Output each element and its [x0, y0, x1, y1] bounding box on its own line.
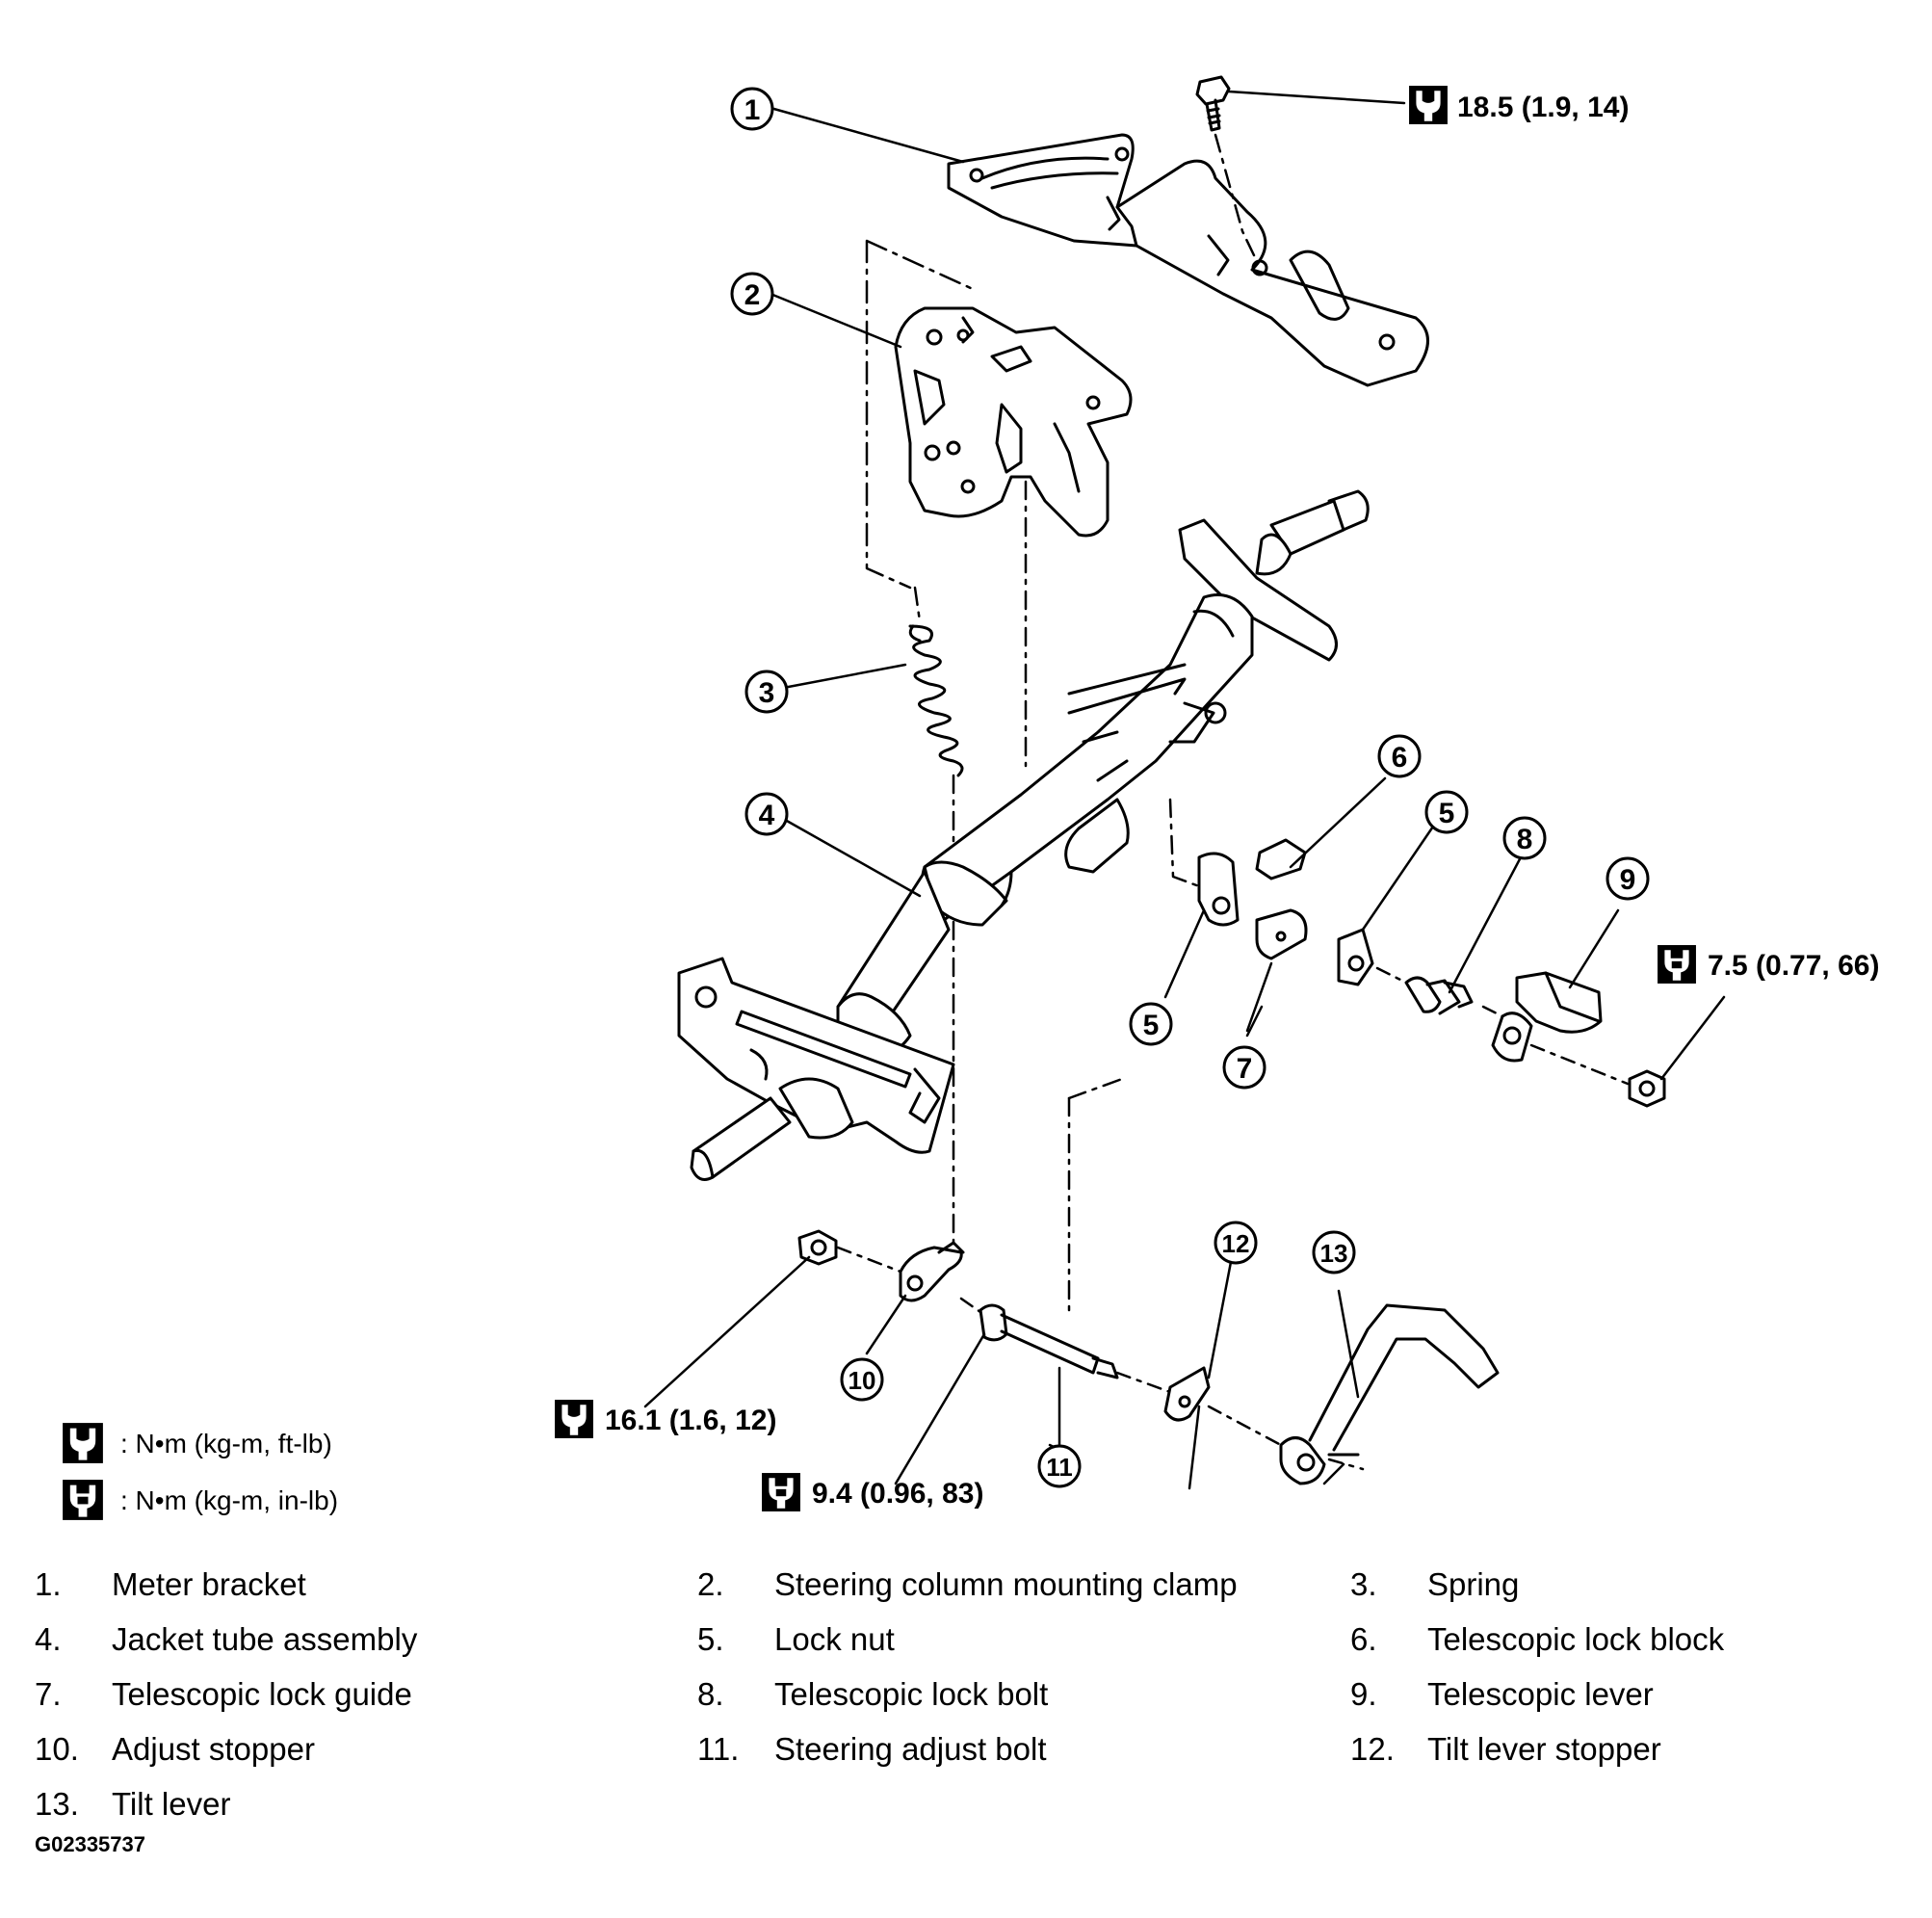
callout-11: 11 — [1037, 1444, 1082, 1488]
torque-spec-adjust-nut: 16.1 (1.6, 12) — [555, 1400, 776, 1438]
torque-legend: : N•m (kg-m, ft-lb) : N•m (kg-m, in-lb) — [63, 1423, 338, 1520]
part-item-4: 4.Jacket tube assembly — [35, 1620, 418, 1657]
filled-wrench-icon — [1658, 945, 1696, 984]
steering-adjust-bolt-part — [979, 1303, 1119, 1379]
svg-text:18.5 (1.9, 14): 18.5 (1.9, 14) — [1457, 92, 1629, 123]
part-item-10: 10.Adjust stopper — [35, 1730, 315, 1767]
svg-text:16.1 (1.6, 12): 16.1 (1.6, 12) — [605, 1405, 776, 1436]
filled-wrench-icon — [762, 1473, 800, 1511]
callout-2: 2 — [730, 272, 774, 316]
svg-text:6: 6 — [1392, 742, 1408, 774]
svg-text:: N•m (kg-m, in-lb): : N•m (kg-m, in-lb) — [120, 1485, 338, 1515]
open-wrench-icon — [555, 1400, 593, 1438]
svg-text:: N•m (kg-m, ft-lb): : N•m (kg-m, ft-lb) — [120, 1429, 332, 1458]
torque-spec-bracket-bolt: 18.5 (1.9, 14) — [1409, 86, 1629, 124]
callout-4: 4 — [744, 792, 789, 836]
torque-spec-adjust-bolt: 9.4 (0.96, 83) — [762, 1473, 983, 1511]
svg-text:2: 2 — [744, 279, 761, 311]
lock-nut-part-right — [1337, 928, 1374, 986]
bracket-bolt-part — [1195, 75, 1231, 132]
svg-text:5: 5 — [1439, 798, 1455, 829]
jacket-tube-assembly-part — [677, 489, 1370, 1181]
parts-row: 1.Meter bracket 2.Steering column mounti… — [35, 1557, 1865, 1612]
telescopic-lever-part — [1491, 971, 1603, 1063]
telescopic-lock-block-part — [1255, 838, 1307, 880]
steering-column-mounting-clamp-part — [894, 306, 1133, 538]
part-item-2: 2.Steering column mounting clamp — [697, 1565, 1238, 1602]
adjust-stopper-part — [899, 1241, 965, 1302]
lock-nut-part-left — [1197, 852, 1240, 927]
svg-text:8: 8 — [1517, 824, 1533, 855]
part-item-3: 3.Spring — [1350, 1565, 1520, 1602]
callout-8: 8 — [1502, 816, 1547, 860]
part-item-11: 11.Steering adjust bolt — [697, 1730, 1047, 1767]
callout-12: 12 — [1214, 1221, 1258, 1265]
part-item-8: 8.Telescopic lock bolt — [697, 1675, 1049, 1712]
adjust-nut-part — [797, 1229, 838, 1266]
callout-6: 6 — [1377, 734, 1422, 778]
parts-list: 1.Meter bracket 2.Steering column mounti… — [35, 1557, 1865, 1831]
open-wrench-icon — [1409, 86, 1448, 124]
part-item-9: 9.Telescopic lever — [1350, 1675, 1654, 1712]
svg-text:4: 4 — [759, 800, 775, 831]
telescopic-lock-guide-part — [1255, 908, 1308, 960]
callout-5-left: 5 — [1129, 1002, 1173, 1046]
figure-id: G02335737 — [35, 1832, 145, 1856]
parts-row: 4.Jacket tube assembly 5.Lock nut 6.Tele… — [35, 1612, 1865, 1667]
callout-3: 3 — [744, 670, 789, 714]
tilt-lever-stopper-part — [1163, 1366, 1211, 1422]
callout-10: 10 — [840, 1357, 884, 1402]
callout-7: 7 — [1222, 1045, 1266, 1090]
callout-13: 13 — [1312, 1230, 1356, 1274]
callout-1: 1 — [730, 87, 774, 131]
telescopic-nut-part — [1628, 1069, 1666, 1108]
meter-bracket-part — [947, 133, 1429, 387]
torque-spec-telescopic-nut: 7.5 (0.77, 66) — [1658, 945, 1879, 984]
svg-text:9.4 (0.96, 83): 9.4 (0.96, 83) — [812, 1478, 983, 1510]
part-item-5: 5.Lock nut — [697, 1620, 895, 1657]
telescopic-lock-bolt-part — [1404, 976, 1474, 1015]
spring-part — [908, 624, 964, 777]
parts-row: 10.Adjust stopper 11.Steering adjust bol… — [35, 1721, 1865, 1776]
part-item-6: 6.Telescopic lock block — [1350, 1620, 1725, 1657]
part-item-12: 12.Tilt lever stopper — [1350, 1730, 1661, 1767]
svg-text:12: 12 — [1222, 1229, 1250, 1258]
part-item-7: 7.Telescopic lock guide — [35, 1675, 412, 1712]
filled-wrench-icon — [63, 1480, 103, 1520]
parts-row: 13.Tilt lever — [35, 1776, 1865, 1831]
svg-text:3: 3 — [759, 677, 775, 709]
part-item-1: 1.Meter bracket — [35, 1565, 306, 1602]
svg-text:11: 11 — [1046, 1453, 1073, 1482]
parts-row: 7.Telescopic lock guide 8.Telescopic loc… — [35, 1667, 1865, 1721]
part-item-13: 13.Tilt lever — [35, 1785, 231, 1822]
tilt-lever-part — [1279, 1303, 1500, 1485]
svg-text:9: 9 — [1620, 864, 1636, 896]
open-wrench-icon — [63, 1423, 103, 1463]
svg-text:7.5 (0.77, 66): 7.5 (0.77, 66) — [1708, 950, 1879, 982]
svg-text:1: 1 — [744, 94, 761, 126]
callout-9: 9 — [1606, 856, 1650, 901]
svg-text:7: 7 — [1237, 1053, 1253, 1085]
svg-text:5: 5 — [1143, 1010, 1160, 1041]
svg-text:13: 13 — [1320, 1239, 1348, 1268]
svg-text:10: 10 — [849, 1366, 876, 1395]
callout-5-right: 5 — [1424, 790, 1469, 834]
